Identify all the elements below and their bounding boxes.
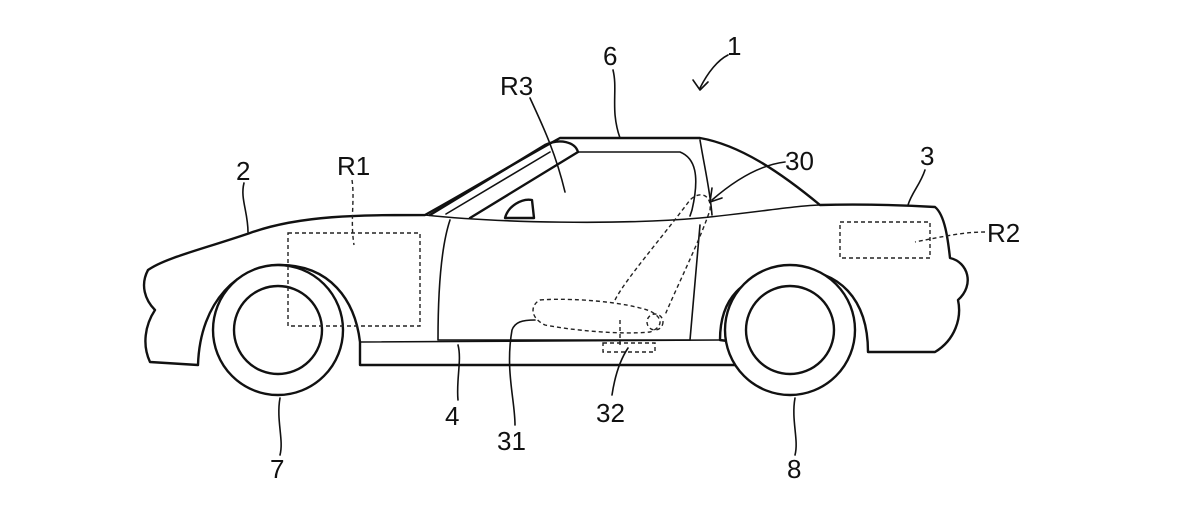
leader-6 xyxy=(612,69,621,139)
side-mirror xyxy=(503,198,536,220)
leader-3 xyxy=(907,169,926,206)
seat-pivot xyxy=(646,313,664,331)
label-rear: 3 xyxy=(920,141,934,171)
label-seat-cushion: 31 xyxy=(497,426,526,456)
label-vehicle: 1 xyxy=(727,31,741,61)
leader-31 xyxy=(508,319,536,426)
rear-wheel xyxy=(723,263,857,397)
front-wheel xyxy=(211,263,345,397)
side-window-frame xyxy=(577,151,697,217)
leader-32 xyxy=(611,347,629,396)
label-rear-wheel: 8 xyxy=(787,454,801,484)
label-region-cabin: R3 xyxy=(500,71,533,101)
rear-window-line xyxy=(699,139,713,216)
leader-30-arrow xyxy=(709,187,723,203)
seat-rail xyxy=(602,342,656,353)
label-seat-system: 30 xyxy=(785,146,814,176)
car-body-outline xyxy=(142,136,969,367)
leader-4 xyxy=(456,344,461,401)
label-roof: 6 xyxy=(603,41,617,71)
label-region-rear: R2 xyxy=(987,218,1020,248)
region-r1-box xyxy=(287,232,421,327)
label-region-front: R1 xyxy=(337,151,370,181)
label-door: 4 xyxy=(445,401,459,431)
leader-1-arrow xyxy=(692,79,709,91)
leader-r2 xyxy=(914,231,986,243)
region-r2-box xyxy=(839,221,931,259)
label-front: 2 xyxy=(236,156,250,186)
leader-2 xyxy=(242,182,249,233)
leader-8 xyxy=(793,397,797,456)
leader-1 xyxy=(699,54,729,89)
leader-r3 xyxy=(529,97,566,193)
windshield-inner xyxy=(445,151,551,215)
leader-r1 xyxy=(351,179,355,246)
leader-7 xyxy=(278,397,282,456)
door-outline xyxy=(437,219,701,341)
seat-cushion-outline xyxy=(532,298,661,334)
label-seat-mechanism: 32 xyxy=(596,398,625,428)
label-front-wheel: 7 xyxy=(270,454,284,484)
seat-back-outline xyxy=(614,194,711,316)
belt-line xyxy=(424,204,821,224)
leader-30 xyxy=(711,161,786,201)
